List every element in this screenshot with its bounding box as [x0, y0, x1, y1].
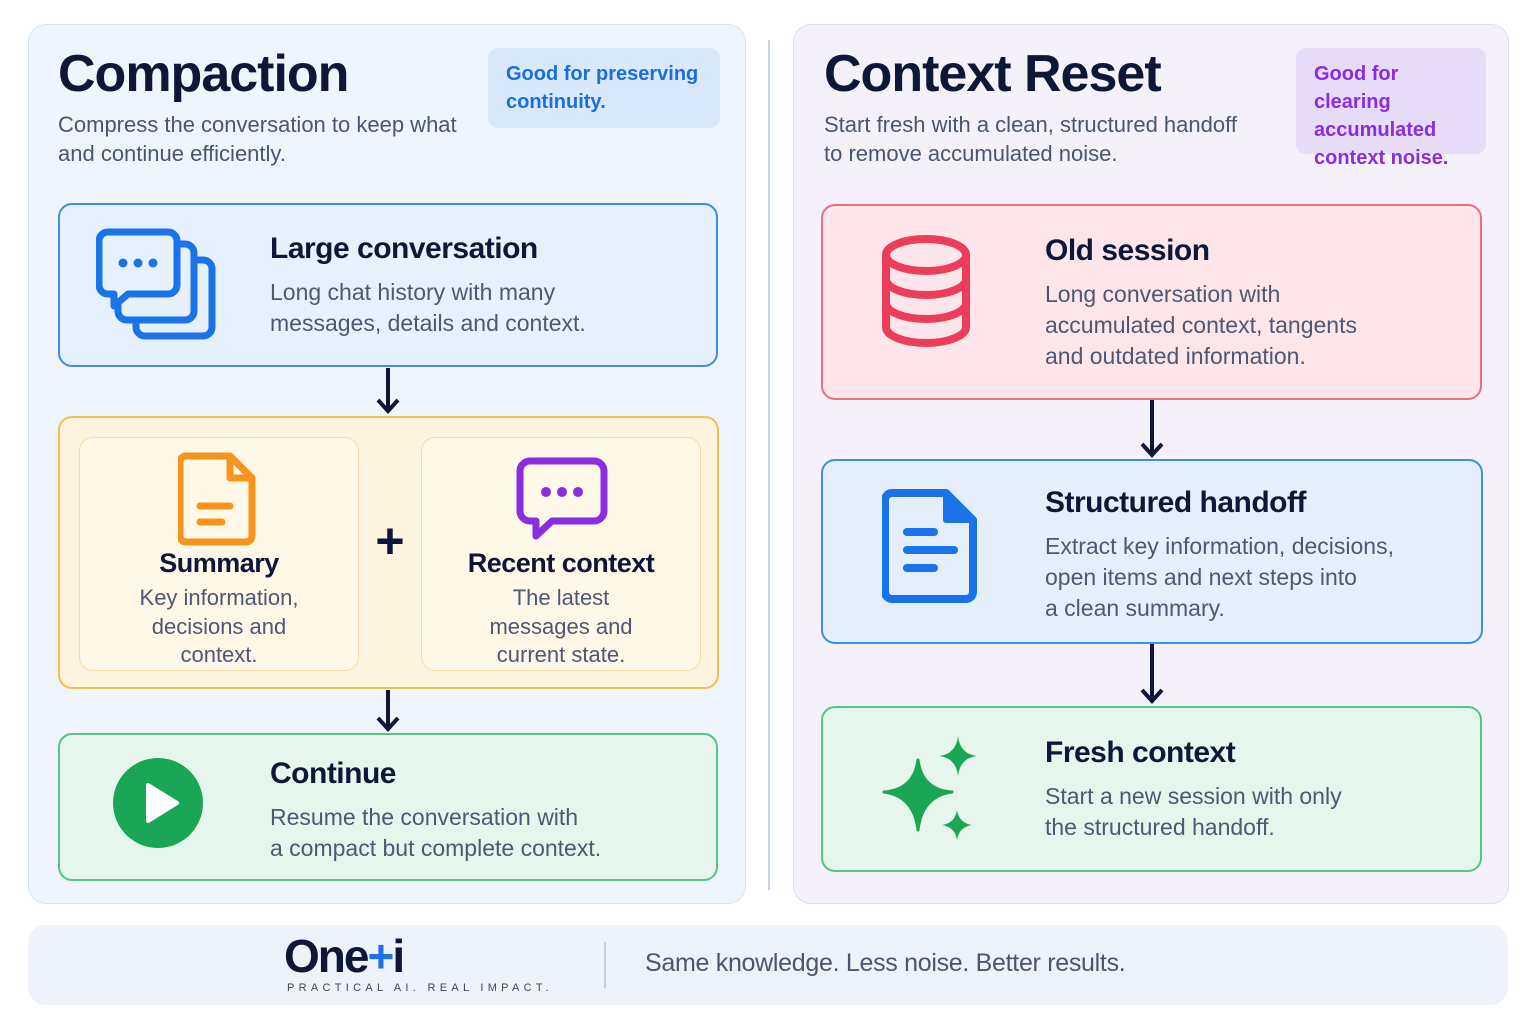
summary-title: Summary	[159, 548, 279, 578]
summary-text: Key information, decisions and context.	[80, 584, 358, 670]
recent-context-card: Recent context The latest messages and c…	[421, 437, 701, 671]
fresh-context-text: Start a new session with only the struct…	[1045, 781, 1342, 843]
document-icon	[178, 452, 256, 546]
old-session-title: Old session	[1045, 234, 1210, 267]
footer-divider	[604, 942, 606, 988]
structured-handoff-text: Extract key information, decisions, open…	[1045, 531, 1394, 624]
summary-card: Summary Key information, decisions and c…	[79, 437, 359, 671]
sparkle-icon	[882, 736, 977, 840]
footer-bar	[28, 925, 1508, 1005]
old-session-line1: Long conversation with	[1045, 281, 1281, 307]
logo-tagline: PRACTICAL AI. REAL IMPACT.	[287, 982, 554, 994]
context-reset-tag-line2: accumulated	[1314, 119, 1437, 141]
recent-context-line3: current state.	[496, 642, 626, 667]
context-reset-tag-line3: context noise.	[1314, 147, 1449, 169]
context-reset-subtitle-line2: to remove accumulated noise.	[824, 141, 1118, 166]
plus-icon: +	[375, 513, 405, 569]
old-session-line2: accumulated context, tangents	[1045, 312, 1357, 338]
play-icon	[113, 758, 203, 848]
old-session-text: Long conversation with accumulated conte…	[1045, 279, 1357, 372]
context-reset-title: Context Reset	[824, 45, 1162, 103]
panel-divider	[768, 40, 770, 890]
document-icon	[882, 489, 977, 603]
compaction-subtitle-line1: Compress the conversation to keep what	[58, 112, 457, 137]
continue-line1: Resume the conversation with	[270, 804, 579, 830]
summary-line2: decisions and	[151, 613, 287, 639]
logo-plus: +	[367, 930, 394, 982]
summary-line3: context.	[180, 642, 258, 667]
compaction-tag: Good for preserving continuity.	[488, 48, 720, 128]
large-conversation-line1: Long chat history with many	[270, 279, 556, 305]
context-reset-tag-line1: Good for clearing	[1314, 63, 1399, 113]
database-icon	[882, 235, 970, 347]
structured-handoff-line3: a clean summary.	[1045, 595, 1225, 621]
large-conversation-title: Large conversation	[270, 232, 538, 265]
structured-handoff-title: Structured handoff	[1045, 486, 1307, 519]
down-arrow-icon	[1140, 400, 1164, 458]
fresh-context-line1: Start a new session with only	[1045, 783, 1342, 809]
logo: One+i	[284, 929, 405, 983]
summary-line1: Key information,	[139, 585, 299, 610]
recent-context-line2: messages and	[489, 613, 633, 639]
context-reset-subtitle-line1: Start fresh with a clean, structured han…	[824, 112, 1237, 137]
compaction-tag-line1: Good for preserving	[506, 63, 699, 85]
recent-context-line1: The latest	[512, 585, 610, 610]
logo-end: i	[392, 930, 405, 982]
down-arrow-icon	[376, 690, 400, 732]
structured-handoff-line2: open items and next steps into	[1045, 564, 1357, 590]
compaction-subtitle-line2: and continue efficiently.	[58, 141, 286, 166]
continue-line2: a compact but complete context.	[270, 835, 602, 861]
continue-text: Resume the conversation with a compact b…	[270, 802, 601, 864]
logo-main: One	[284, 930, 369, 982]
compaction-subtitle: Compress the conversation to keep what a…	[58, 110, 457, 168]
context-reset-tag: Good for clearing accumulated context no…	[1296, 48, 1486, 169]
chat-stack-icon	[96, 228, 216, 340]
old-session-line3: and outdated information.	[1045, 343, 1306, 369]
large-conversation-text: Long chat history with many messages, de…	[270, 277, 586, 339]
compaction-title: Compaction	[58, 45, 349, 103]
chat-bubble-icon	[516, 457, 608, 540]
fresh-context-title: Fresh context	[1045, 736, 1236, 769]
fresh-context-line2: the structured handoff.	[1045, 814, 1275, 840]
context-reset-subtitle: Start fresh with a clean, structured han…	[824, 110, 1237, 168]
compaction-tag-line2: continuity.	[506, 91, 606, 113]
continue-title: Continue	[270, 757, 396, 790]
down-arrow-icon	[1140, 644, 1164, 704]
footer-slogan: Same knowledge. Less noise. Better resul…	[645, 949, 1126, 977]
large-conversation-line2: messages, details and context.	[270, 310, 586, 336]
recent-context-text: The latest messages and current state.	[422, 584, 700, 670]
structured-handoff-line1: Extract key information, decisions,	[1045, 533, 1394, 559]
down-arrow-icon	[376, 368, 400, 414]
recent-context-title: Recent context	[467, 548, 655, 578]
